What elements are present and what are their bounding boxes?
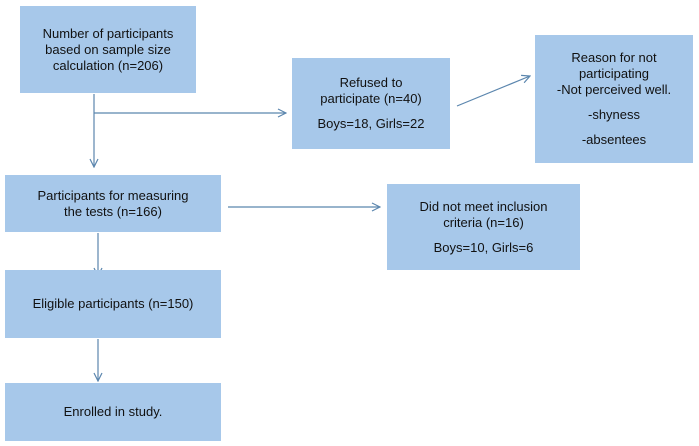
box-eligible: Eligible participants (n=150) [5,270,221,338]
box1-line-3: calculation (n=206) [52,57,164,73]
box1-line-2: based on sample size [45,41,171,57]
box-excluded: Did not meet inclusion criteria (n=16) B… [387,184,580,270]
box-participants-measuring: Participants for measuring the tests (n=… [5,175,221,232]
box7-text: Enrolled in study. [63,404,163,419]
box-initial-participants: Number of participants based on sample s… [20,6,196,93]
box3-item-2: -shyness [587,107,641,122]
box5-gender-split: Boys=10, Girls=6 [433,239,534,255]
box2-line-1: Refused to [339,75,403,90]
box3-item-3: -absentees [581,132,647,147]
box-enrolled: Enrolled in study. [5,383,221,441]
box3-title-line-1: Reason for not [571,50,657,65]
box5-line-1: Did not meet inclusion [419,198,548,214]
box6-text: Eligible participants (n=150) [32,296,194,311]
box4-line-1: Participants for measuring [37,187,189,203]
box5-line-2: criteria (n=16) [443,214,524,230]
box3-item-1: -Not perceived well. [556,82,672,97]
box1-line-1: Number of participants [42,25,174,41]
box2-gender-split: Boys=18, Girls=22 [317,116,425,131]
box4-line-2: the tests (n=166) [64,203,162,219]
box3-title-line-2: participating [578,66,650,81]
box-reasons: Reason for not participating -Not percei… [535,35,693,163]
box-refused: Refused to participate (n=40) Boys=18, G… [292,58,450,149]
box2-line-2: participate (n=40) [320,91,422,106]
arrow-refused-to-reasons [456,76,530,107]
